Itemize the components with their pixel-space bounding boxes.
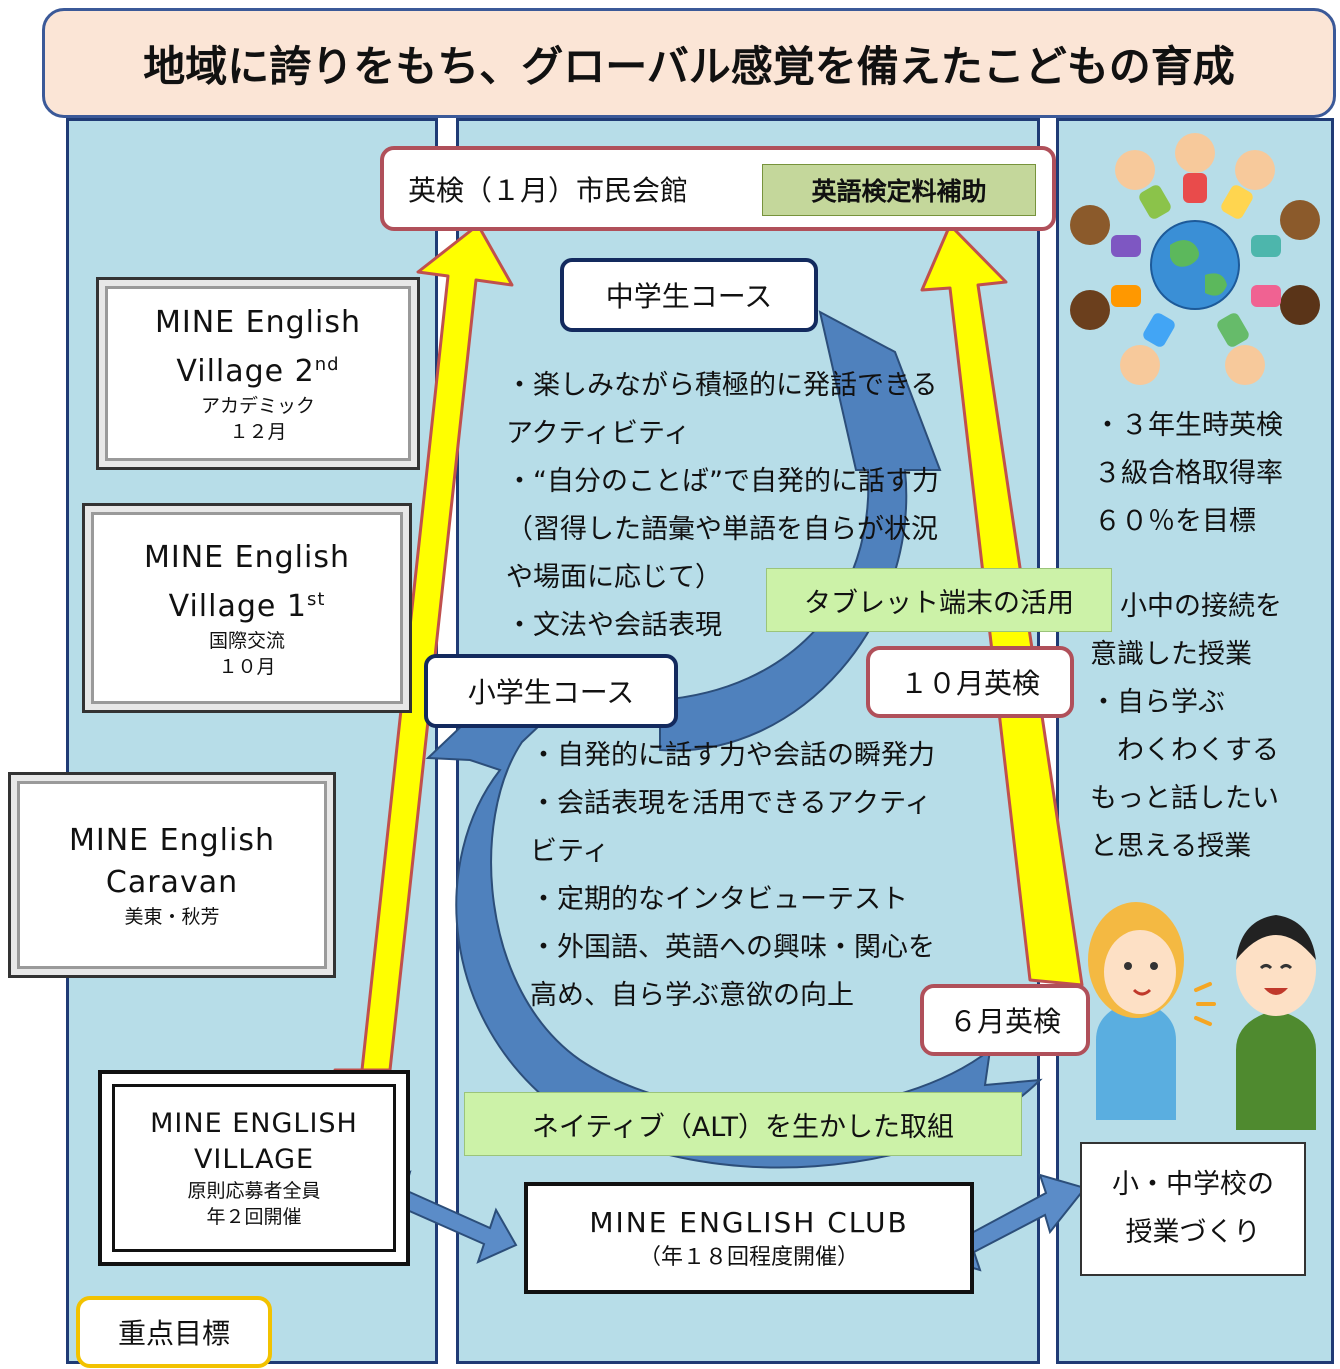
lesson-line: わくわくする [1090, 735, 1279, 766]
page-title: 地域に誇りをもち、グローバル感覚を備えたこどもの育成 [143, 41, 1235, 91]
lesson-line: もっと話したい [1090, 783, 1279, 814]
priority-goal-label: 重点目標 [76, 1296, 272, 1368]
june-exam-box: ６月英検 [920, 984, 1090, 1056]
club-title: MINE ENGLISH CLUB [589, 1206, 909, 1239]
elementary-course-label: 小学生コース [467, 676, 635, 709]
point-line: ・“自分のことば”で自発的に話す力 [506, 466, 939, 497]
plaque-title-line2: Village 1 [168, 588, 307, 624]
children-globe-illustration [1070, 133, 1320, 385]
elementary-course-box: 小学生コース [424, 654, 678, 728]
eiken-january-label: 英検（１月）市民会館 [408, 173, 689, 207]
conversation-illustration [1088, 902, 1316, 1130]
priority-goal-text: 重点目標 [117, 1317, 230, 1350]
tablet-text: タブレット端末の活用 [804, 587, 1074, 619]
plaque-village-1st: MINE English Village 1st 国際交流 １０月 [82, 503, 412, 713]
point-line: ・楽しみながら積極的に発話できる [506, 370, 938, 401]
tablet-label: タブレット端末の活用 [766, 568, 1112, 632]
point-line: ・定期的なインタビューテスト [530, 884, 908, 915]
plaque-sub-line2: １０月 [218, 655, 276, 678]
point-line: ・会話表現を活用できるアクティ [530, 788, 932, 819]
june-exam-label: ６月英検 [948, 1005, 1061, 1038]
lesson-text: 小中の接続を 意識した授業 ・自ら学ぶ わくわくする もっと話したい と思える授… [1090, 583, 1282, 871]
plaque-title-line1: MINE English [69, 823, 275, 858]
point-line: や場面に応じて） [506, 562, 722, 593]
junior-high-course-label: 中学生コース [605, 280, 773, 313]
lesson-line: ・自ら学ぶ [1090, 687, 1225, 718]
club-sub: （年１８回程度開催） [638, 1245, 859, 1270]
junior-high-points: ・楽しみながら積極的に発話できる アクティビティ ・“自分のことば”で自発的に話… [506, 362, 939, 650]
point-line: ・文法や会話表現 [506, 610, 722, 641]
plaque-sub-line1: 国際交流 [208, 629, 285, 652]
point-line: ・外国語、英語への興味・関心を [530, 932, 935, 963]
point-line: ・自発的に話す力や会話の瞬発力 [530, 740, 935, 771]
plaque-sub-line2: 年２回開催 [206, 1206, 302, 1228]
plaque-title-line1: MINE English [155, 305, 361, 340]
point-line: ビティ [530, 836, 610, 867]
exam-fee-subsidy-text: 英語検定料補助 [811, 177, 987, 206]
child-heads [1070, 133, 1320, 385]
lesson-line: と思える授業 [1090, 831, 1252, 862]
goal-line: ６０％を目標 [1094, 506, 1256, 537]
school-box-line2: 授業づくり [1125, 1217, 1261, 1248]
plaque-title-line1: MINE English [144, 539, 350, 575]
child-bodies [1111, 173, 1281, 347]
plaque-sup: st [306, 588, 326, 610]
plaque-sup: nd [314, 354, 340, 375]
lesson-line: 意識した授業 [1090, 639, 1252, 670]
plaque-village: MINE ENGLISH VILLAGE 原則応募者全員 年２回開催 [98, 1070, 410, 1266]
alt-label: ネイティブ（ALT）を生かした取組 [464, 1092, 1022, 1156]
lesson-line: 小中の接続を [1120, 591, 1282, 622]
school-box-line1: 小・中学校の [1112, 1169, 1274, 1200]
plaque-title-line2: VILLAGE [193, 1144, 315, 1175]
plaque-sub-line1: アカデミック [200, 395, 315, 417]
plaque-village-2nd: MINE English Village 2nd アカデミック １２月 [96, 277, 420, 470]
point-line: アクティビティ [506, 418, 691, 449]
october-exam-box: １０月英検 [866, 646, 1074, 718]
school-lessons-box: 小・中学校の 授業づくり [1080, 1142, 1306, 1276]
goal-line: ３級合格取得率 [1094, 458, 1283, 489]
blue-curve-arrow-upper [659, 310, 942, 752]
plaque-sub-line2: １２月 [229, 421, 287, 443]
plaque-title-line1: MINE ENGLISH [150, 1108, 358, 1139]
plaque-caravan: MINE English Caravan 美東・秋芳 [8, 772, 336, 978]
goal-line: ・３年生時英検 [1094, 410, 1283, 441]
point-line: 高め、自ら学ぶ意欲の向上 [530, 980, 854, 1011]
plaque-sub-line1: 美東・秋芳 [124, 906, 220, 928]
junior-high-course-box: 中学生コース [560, 258, 818, 332]
elementary-points: ・自発的に話す力や会話の瞬発力 ・会話表現を活用できるアクティ ビティ ・定期的… [530, 732, 935, 1020]
plaque-title-line2: Caravan [105, 865, 239, 900]
alt-text: ネイティブ（ALT）を生かした取組 [531, 1111, 955, 1143]
point-line: （習得した語彙や単語を自らが状況 [506, 514, 938, 545]
october-exam-label: １０月英検 [899, 667, 1040, 700]
english-club-box: MINE ENGLISH CLUB （年１８回程度開催） [524, 1182, 974, 1294]
plaque-sub-line1: 原則応募者全員 [187, 1180, 321, 1202]
title-banner: 地域に誇りをもち、グローバル感覚を備えたこどもの育成 [42, 8, 1336, 118]
exam-fee-subsidy-label: 英語検定料補助 [762, 164, 1036, 216]
plaque-title-line2: Village 2 [176, 354, 315, 389]
goal-text: ・３年生時英検 ３級合格取得率 ６０％を目標 [1094, 402, 1283, 546]
